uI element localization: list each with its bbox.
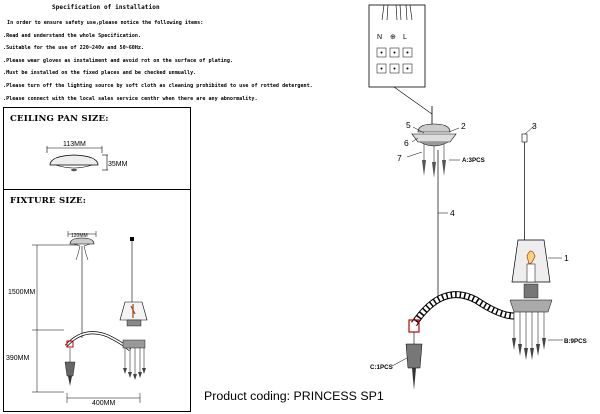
spec-intro: In order to ensure safety use,please not…	[7, 20, 204, 26]
spec-item: .Please connect with the local sales ser…	[3, 95, 258, 102]
callout-6: 6	[404, 138, 409, 148]
fixture-width-label: 400MM	[92, 400, 116, 407]
fixture-size-heading: FIXTURE SIZE:	[10, 196, 87, 206]
terminal-label-l: L	[403, 34, 407, 41]
callout-1: 1	[564, 253, 569, 263]
terminal-label-n: N	[377, 34, 382, 41]
callout-b: B:9PCS	[564, 338, 587, 345]
fixture-height-label: 390MM	[6, 355, 30, 362]
callout-2: 2	[461, 121, 466, 131]
callout-3: 3	[532, 121, 537, 131]
spec-item: .Read and understand the whole Specifica…	[3, 32, 142, 39]
product-code: Product coding: PRINCESS SP1	[204, 389, 384, 403]
ceiling-pan-heading: CEILING PAN SIZE:	[10, 114, 109, 124]
spec-item: .Please turn off the lighting source by …	[3, 82, 313, 89]
ceiling-pan-box: CEILING PAN SIZE: 113MM 35MM	[3, 107, 191, 190]
ceiling-pan-shape	[49, 154, 99, 166]
spec-item: .Suitable for the use of 220~240v and 50…	[3, 45, 145, 52]
spec-title: Specification of installation	[52, 4, 160, 11]
spec-list: In order to ensure safety use,please not…	[3, 17, 313, 105]
callout-c: C:1PCS	[370, 364, 393, 371]
exploded-diagram: N ⊕ L 5 2 6 7 A:3PCS 4 3 1	[368, 4, 587, 390]
callout-a: A:3PCS	[462, 157, 485, 164]
spec-item: .Must be installed on the fixed places a…	[3, 70, 197, 77]
terminal-label-earth: ⊕	[390, 34, 396, 41]
fixture-size-box: FIXTURE SIZE: 120MM 1500MM	[3, 189, 191, 412]
ceiling-pan-width-label: 113MM	[63, 141, 86, 148]
callout-7: 7	[397, 153, 402, 163]
spec-item: .Please wear gloves as instaliment and a…	[3, 57, 234, 64]
fixture-size-drawing: 120MM 1500MM	[6, 231, 148, 407]
ceiling-pan-drawing: 113MM 35MM	[46, 141, 128, 172]
ceiling-pan-height-label: 35MM	[108, 161, 128, 168]
callout-4: 4	[450, 208, 455, 218]
fixture-chain-label: 1500MM	[8, 289, 35, 296]
fixture-pan-width-label: 120MM	[71, 233, 88, 239]
callout-5: 5	[406, 120, 411, 130]
